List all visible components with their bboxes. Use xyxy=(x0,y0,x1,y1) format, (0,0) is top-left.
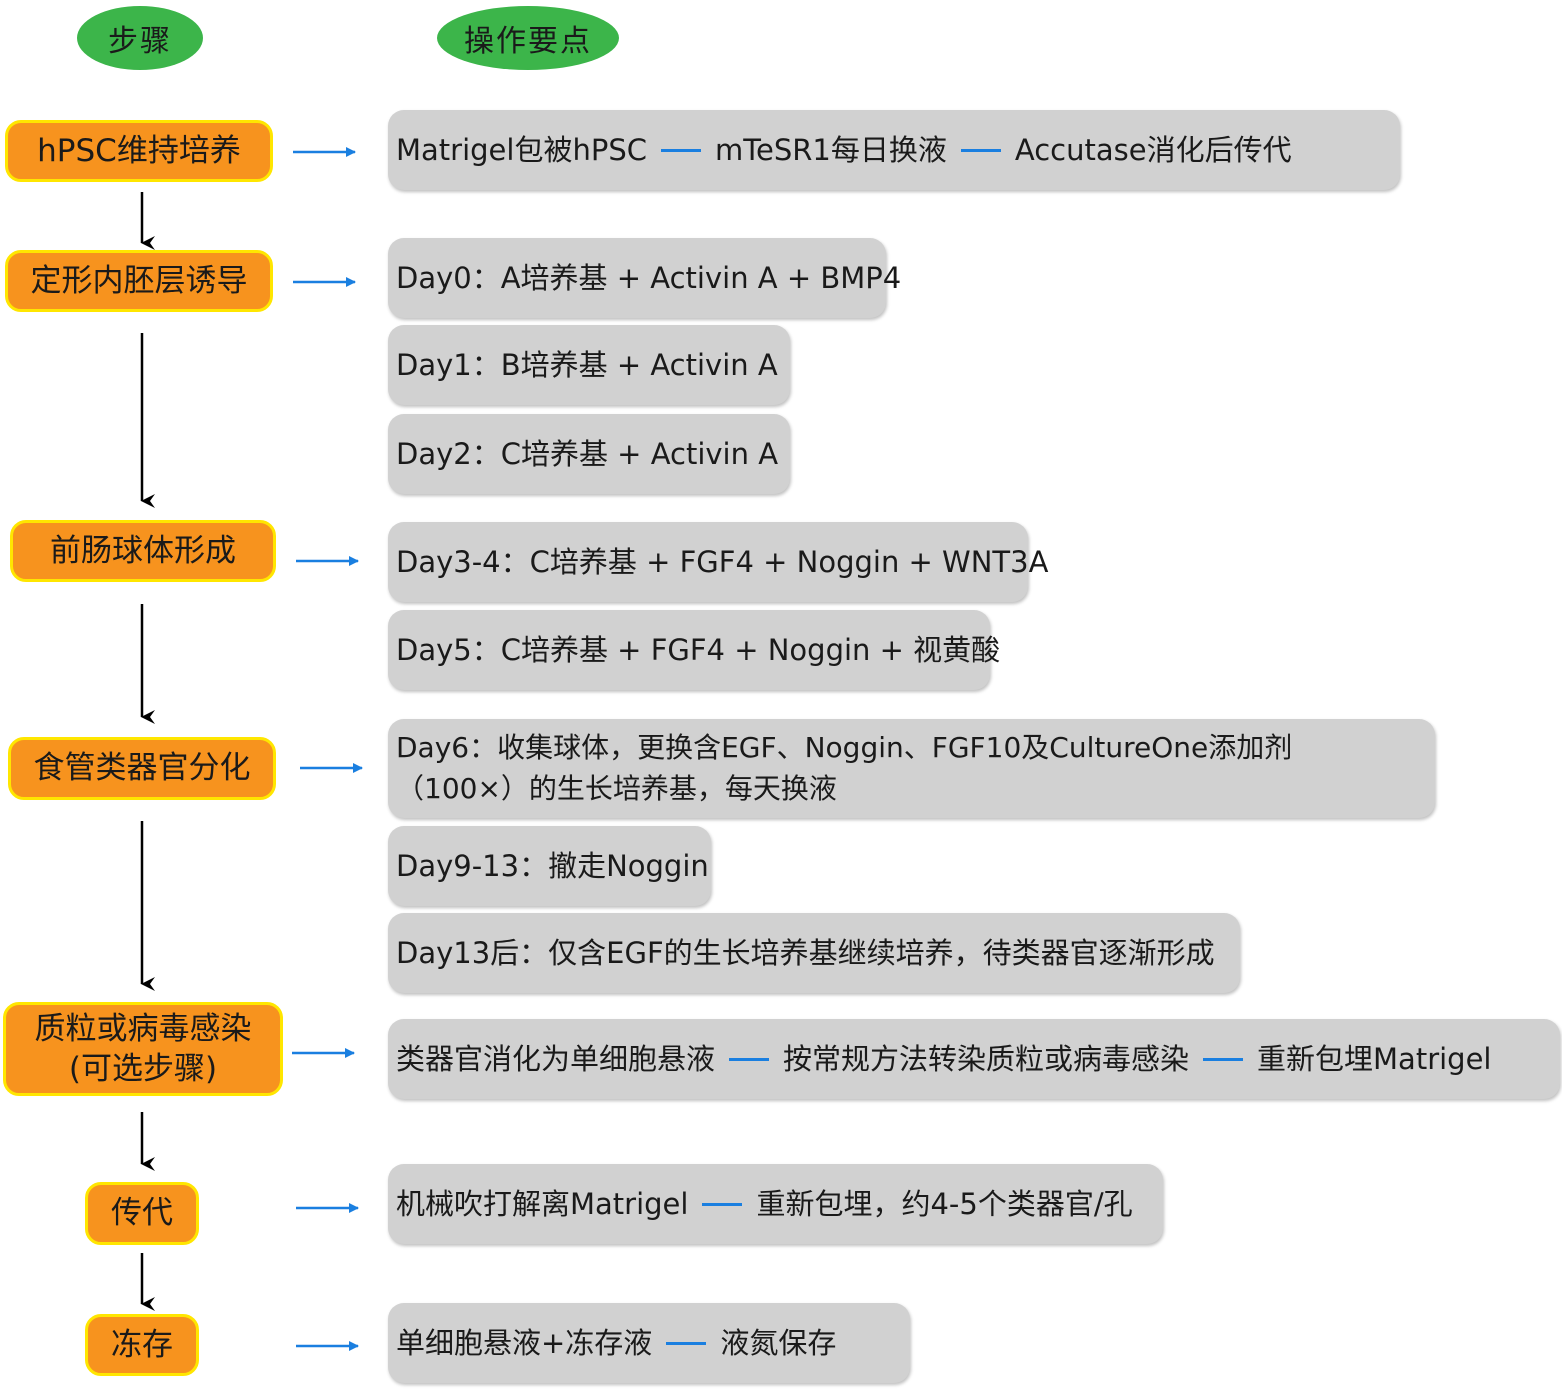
blue-connector-dash xyxy=(1203,1057,1244,1061)
blue-connector-dash xyxy=(960,148,1001,152)
operation-box-11: 机械吹打解离Matrigel 重新包埋，约4-5个类器官/孔 xyxy=(388,1164,1163,1244)
operation-box-5: Day3-4：C培养基 + FGF4 + Noggin + WNT3A xyxy=(388,522,1048,602)
step-box-6: 传代 xyxy=(85,1182,199,1245)
operation-box-1: Matrigel包被hPSC mTeSR1每日换液 Accutase消化后传代 xyxy=(388,110,1400,190)
operation-text: Day3-4：C培养基 + FGF4 + Noggin + WNT3A xyxy=(396,544,1049,579)
blue-connector-dash xyxy=(702,1202,743,1206)
operation-text: 重新包埋，约4-5个类器官/孔 xyxy=(756,1186,1133,1221)
operation-box-3: Day1：B培养基 + Activin A xyxy=(388,325,790,405)
step-label: hPSC维持培养 xyxy=(37,132,241,169)
operation-box-7: Day6：收集球体，更换含EGF、Noggin、FGF10及CultureOne… xyxy=(388,719,1435,818)
step-label: 定形内胚层诱导 xyxy=(30,262,248,299)
operation-text: 重新包埋Matrigel xyxy=(1257,1041,1492,1076)
operation-text: Matrigel包被hPSC xyxy=(396,132,647,167)
operation-box-2: Day0：A培养基 + Activin A + BMP4 xyxy=(388,238,901,318)
step-label: 食管类器官分化 xyxy=(33,750,251,787)
operation-text: Day2：C培养基 + Activin A xyxy=(396,436,779,471)
step-box-4: 食管类器官分化 xyxy=(8,737,276,800)
step-box-1: hPSC维持培养 xyxy=(5,120,273,182)
operation-text: 单细胞悬液+冻存液 xyxy=(396,1325,653,1360)
operation-text: 按常规方法转染质粒或病毒感染 xyxy=(783,1041,1190,1076)
operation-text: mTeSR1每日换液 xyxy=(714,132,947,167)
operation-text: Day5：C培养基 + FGF4 + Noggin + 视黄酸 xyxy=(396,632,1001,667)
operation-box-8: Day9-13：撤走Noggin xyxy=(388,826,711,906)
step-label: 前肠球体形成 xyxy=(50,532,236,569)
blue-connector-dash xyxy=(729,1057,770,1061)
operation-box-10: 类器官消化为单细胞悬液 按常规方法转染质粒或病毒感染 重新包埋Matrigel xyxy=(388,1019,1560,1099)
step-label: 传代 xyxy=(111,1195,173,1232)
step-label: 冻存 xyxy=(111,1326,173,1363)
blue-connector-dash xyxy=(666,1341,707,1345)
operation-box-4: Day2：C培养基 + Activin A xyxy=(388,414,790,494)
operation-text: 类器官消化为单细胞悬液 xyxy=(396,1041,716,1076)
operation-text: Day6：收集球体，更换含EGF、Noggin、FGF10及CultureOne… xyxy=(396,730,1293,805)
operation-text: 液氮保存 xyxy=(720,1325,837,1360)
operation-text: Day9-13：撤走Noggin xyxy=(396,848,709,883)
operation-box-6: Day5：C培养基 + FGF4 + Noggin + 视黄酸 xyxy=(388,610,1000,690)
operation-box-9: Day13后：仅含EGF的生长培养基继续培养，待类器官逐渐形成 xyxy=(388,913,1240,993)
step-box-5: 质粒或病毒感染 (可选步骤) xyxy=(3,1002,283,1096)
header-steps: 步骤 xyxy=(77,6,203,70)
operation-text: Day0：A培养基 + Activin A + BMP4 xyxy=(396,260,902,295)
step-box-3: 前肠球体形成 xyxy=(10,520,276,582)
blue-connector-dash xyxy=(660,148,701,152)
operation-text: Accutase消化后传代 xyxy=(1014,132,1292,167)
step-label: 质粒或病毒感染 (可选步骤) xyxy=(34,1010,252,1087)
operation-text: Day13后：仅含EGF的生长培养基继续培养，待类器官逐渐形成 xyxy=(396,935,1215,970)
operation-text: Day1：B培养基 + Activin A xyxy=(396,347,778,382)
operation-text: 机械吹打解离Matrigel xyxy=(396,1186,689,1221)
header-points: 操作要点 xyxy=(437,6,619,70)
step-box-7: 冻存 xyxy=(85,1314,199,1376)
step-box-2: 定形内胚层诱导 xyxy=(5,250,273,312)
operation-box-12: 单细胞悬液+冻存液 液氮保存 xyxy=(388,1303,910,1383)
